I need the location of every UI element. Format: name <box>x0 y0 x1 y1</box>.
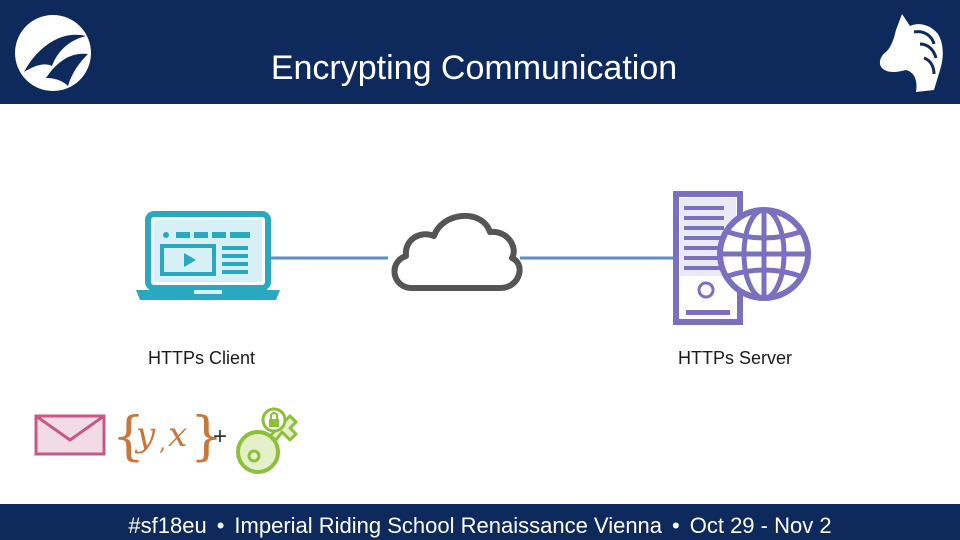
network-diagram: { y , x } <box>34 191 811 474</box>
plus-sign: + <box>213 423 228 450</box>
footer-separator: • <box>216 513 225 538</box>
footer-dates: Oct 29 - Nov 2 <box>689 513 832 538</box>
footer-text: #sf18eu • Imperial Riding School Renaissan… <box>0 512 960 540</box>
cloud-icon <box>391 213 523 291</box>
horse-head-icon <box>879 14 943 92</box>
formula-braces-icon: { y , x } <box>112 407 223 467</box>
footer-separator: • <box>672 513 680 538</box>
svg-text:}: } <box>190 407 223 467</box>
key-with-lock-icon <box>236 407 298 474</box>
footer-bar <box>0 504 960 540</box>
wireshark-fin-icon <box>15 15 91 91</box>
server-label: HTTPs Server <box>678 348 793 368</box>
laptop-icon <box>136 211 280 300</box>
svg-text:{: { <box>112 407 145 467</box>
footer-hashtag: #sf18eu <box>128 513 207 538</box>
globe-icon <box>717 207 811 301</box>
slide-title: Encrypting Communication <box>270 49 678 87</box>
formula-var-x: x <box>168 415 187 455</box>
header-bar <box>0 0 960 104</box>
formula-var-y: y <box>134 415 156 455</box>
svg-text:,: , <box>159 431 166 456</box>
footer-venue: Imperial Riding School Renaissance Vienn… <box>234 513 663 538</box>
envelope-icon <box>34 414 106 456</box>
client-label: HTTPs Client <box>148 348 256 368</box>
